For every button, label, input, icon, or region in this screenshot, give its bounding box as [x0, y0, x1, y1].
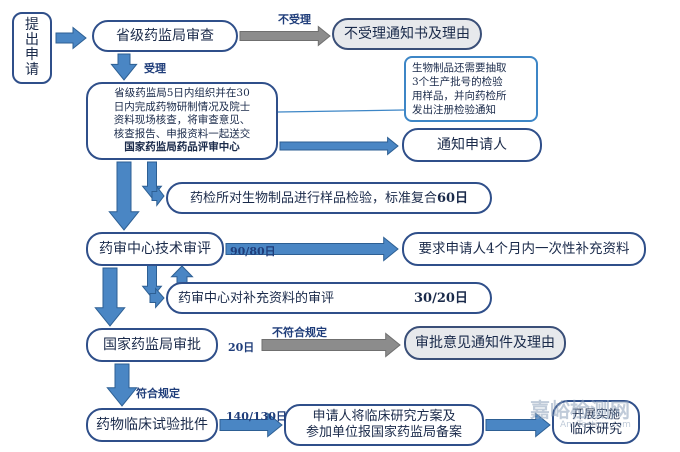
node-notify-applicant: 通知申请人: [402, 128, 542, 162]
arrow-filing-to-study: [485, 412, 551, 438]
arrow-clinical-to-filing: [219, 412, 283, 438]
province-5day-text: 省级药监局5日内组织并在30 日内完成药物研制情况及院士 资料现场核查，将审查意…: [113, 87, 251, 140]
watermark-logo: 嘉峪检测网: [530, 398, 630, 422]
watermark-url: AnyTesting.com: [560, 420, 631, 430]
supplement-review-days: 30/20日: [414, 290, 468, 306]
node-not-accept-notice: 不受理通知书及理由: [332, 18, 482, 50]
drug-test-text: 药检所对生物制品进行样品检验，标准复合: [189, 190, 437, 206]
arrow-cde-to-supplement: [225, 236, 399, 262]
node-cde-review: 药审中心技术审评: [86, 232, 224, 266]
label-review-days: 90/80日: [230, 245, 276, 258]
province-5day-dest: 国家药监局药品评审中心: [124, 141, 240, 154]
arrow-supp-into-review: [149, 287, 165, 309]
callout-pointer-line: [277, 109, 405, 113]
arrow-province-to-5day: [110, 53, 138, 81]
arrow-nmpa-to-rejection: [261, 332, 401, 358]
arrow-apply-to-province: [55, 26, 87, 50]
node-nmpa-approval: 国家药监局审批: [86, 328, 218, 362]
label-compliant: 符合规定: [136, 387, 180, 400]
node-supplement-request: 要求申请人4个月内一次性补充资料: [402, 232, 646, 266]
arrow-drugtest-entry: [151, 185, 165, 207]
callout-bio-sample: 生物制品还需要抽取 3个生产批号的检验 用样品，并向药检所 发出注册检验通知: [404, 56, 538, 122]
node-clinical-study: 开展实施 临床研究: [552, 400, 640, 444]
arrow-cde-to-nmpa: [94, 267, 126, 327]
node-applicant-filing: 申请人将临床研究方案及 参加单位报国家药监局备案: [284, 404, 484, 446]
node-supplement-review: 药审中心对补充资料的审评 30/20日: [166, 282, 492, 314]
node-province-5day: 省级药监局5日内组织并在30 日内完成药物研制情况及院士 资料现场核查，将审查意…: [86, 82, 278, 160]
arrow-nmpa-to-clinical: [106, 363, 138, 407]
label-accepted: 受理: [144, 62, 166, 75]
node-rejection-notice: 审批意见通知件及理由: [404, 326, 566, 360]
label-not-compliant: 不符合规定: [272, 326, 327, 339]
arrow-5day-to-notify: [279, 136, 399, 156]
node-clinical-approval: 药物临床试验批件: [86, 408, 218, 442]
clinical-study-text: 临床研究: [569, 422, 622, 437]
label-approval-days: 20日: [228, 341, 255, 354]
label-not-accepted: 不受理: [278, 13, 311, 26]
node-province-review: 省级药监局审查: [92, 20, 238, 52]
supplement-review-text: 药审中心对补充资料的审评: [178, 290, 335, 306]
clinical-study-overlay: 开展实施: [571, 407, 620, 421]
drug-test-days: 60日: [436, 190, 469, 206]
arrow-5day-to-cde: [108, 161, 140, 231]
label-filing-days: 140/130日: [226, 410, 287, 423]
node-drug-test: 药检所对生物制品进行样品检验，标准复合 60日: [166, 182, 492, 214]
node-apply: 提 出 申 请: [12, 12, 52, 84]
arrow-to-not-accepted: [239, 25, 331, 47]
